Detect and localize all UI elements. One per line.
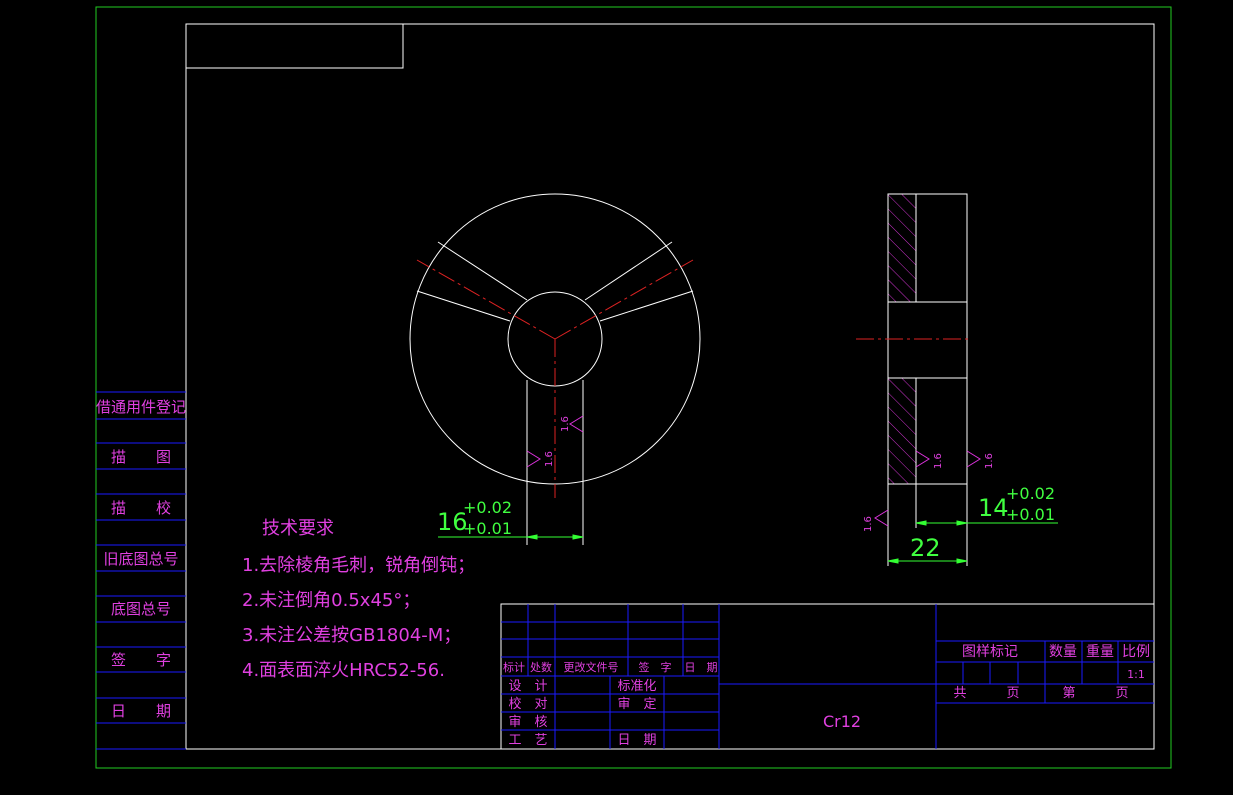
tech-req-item-0: 1.去除棱角毛刺，锐角倒钝； — [242, 555, 475, 576]
tb-scale-label: 比例 — [1122, 644, 1150, 660]
rev-header-2: 更改文件号 — [564, 660, 619, 674]
side-dimension-thickness — [915, 520, 1058, 526]
tb-design: 设 计 — [508, 679, 547, 694]
title-block-grid — [501, 604, 1154, 749]
tb-sheet: 页 — [1006, 686, 1019, 701]
roughness-value-2: 1.6 — [560, 416, 571, 432]
left-label-0: 借通用件登记 — [96, 398, 186, 416]
tb-drawing-mark: 图样标记 — [962, 644, 1018, 660]
side-hatch-top — [888, 194, 916, 302]
tb-total: 共 — [953, 686, 966, 701]
tech-req-item-2: 3.未注公差按GB1804-M； — [242, 625, 461, 646]
tech-req-item-3: 4.面表面淬火HRC52-56. — [242, 660, 445, 681]
front-dim-nominal: 16 — [437, 508, 468, 536]
tb-number: 第 — [1062, 686, 1075, 701]
rev-header-1: 处数 — [530, 661, 552, 674]
roughness-value-3: 1.6 — [933, 453, 944, 469]
top-left-code-box — [185, 23, 404, 69]
tb-standardize: 标准化 — [617, 679, 656, 694]
tb-review: 审 核 — [508, 715, 547, 730]
tb-approve: 审 定 — [617, 697, 656, 712]
left-column — [96, 391, 186, 750]
tb-date: 日 期 — [617, 733, 656, 748]
left-label-1: 描 图 — [111, 448, 171, 466]
rev-header-0: 标计 — [503, 660, 525, 674]
side-dim-upper: +0.02 — [1006, 484, 1055, 503]
left-label-4: 底图总号 — [111, 600, 171, 618]
side-bore-mask — [889, 303, 966, 377]
roughness-symbol-side-1 — [874, 450, 981, 527]
tb-scale-value: 1:1 — [1127, 668, 1145, 681]
roughness-symbol-front-2 — [569, 415, 584, 433]
tb-material: Cr12 — [823, 712, 861, 731]
side-dim-nominal: 14 — [978, 494, 1009, 522]
tb-quantity: 数量 — [1049, 644, 1077, 660]
rev-header-4: 日 期 — [685, 661, 718, 674]
tb-weight: 重量 — [1086, 644, 1114, 660]
rev-header-3: 签 字 — [639, 660, 672, 674]
left-label-2: 描 校 — [111, 499, 171, 517]
side-width-nominal: 22 — [910, 534, 941, 562]
tb-process: 工 艺 — [508, 733, 547, 748]
left-label-5: 签 字 — [111, 651, 171, 669]
side-dimension-width — [887, 558, 968, 564]
front-dim-lower: +0.01 — [463, 519, 512, 538]
tech-req-title: 技术要求 — [262, 518, 334, 539]
side-dim-lower: +0.01 — [1006, 505, 1055, 524]
tech-req-item-1: 2.未注倒角0.5x45°； — [242, 590, 420, 611]
front-dim-upper: +0.02 — [463, 498, 512, 517]
roughness-value-5: 1.6 — [863, 516, 874, 532]
roughness-value-4: 1.6 — [984, 453, 995, 469]
outer-border — [95, 6, 1172, 769]
left-label-3: 旧底图总号 — [103, 550, 178, 568]
roughness-value-1: 1.6 — [544, 451, 555, 467]
side-hatch-bottom — [888, 378, 916, 484]
roughness-symbol-front-1 — [526, 450, 541, 468]
front-centerlines — [416, 259, 694, 498]
left-label-6: 日 期 — [111, 702, 171, 720]
front-dimension — [438, 534, 584, 540]
tb-page: 页 — [1115, 686, 1128, 701]
tb-check: 校 对 — [508, 696, 547, 712]
